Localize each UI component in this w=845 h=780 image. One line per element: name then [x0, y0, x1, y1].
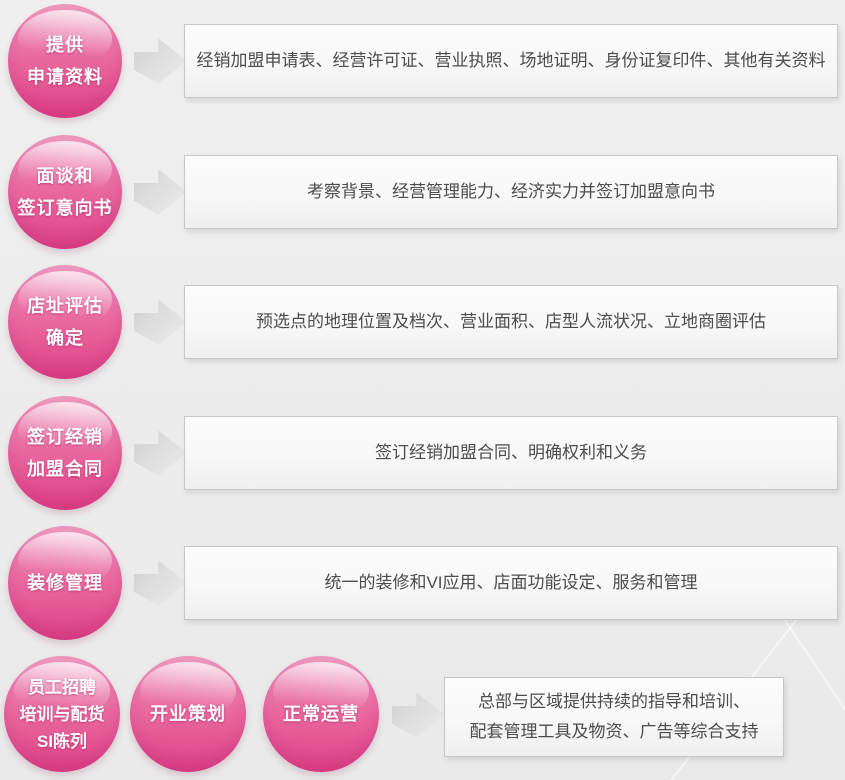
final-support-line: 总部与区域提供持续的指导和培训、 [478, 692, 750, 711]
step-4-circle: 签订经销 加盟合同 [8, 396, 122, 510]
step-row-2: 面谈和 签订意向书 考察背景、经营管理能力、经济实力并签订加盟意向书 [0, 135, 845, 249]
arrow-right-icon [134, 299, 187, 345]
step-2-circle-label: 面谈和 [36, 166, 94, 186]
step-row-5: 装修管理 统一的装修和VI应用、店面功能设定、服务和管理 [0, 526, 845, 640]
step-3-description: 预选点的地理位置及档次、营业面积、店型人流状况、立地商圈评估 [256, 312, 766, 331]
step-6-circle-label: 培训与配货 [19, 704, 105, 724]
step-row-4: 签订经销 加盟合同 签订经销加盟合同、明确权利和义务 [0, 396, 845, 510]
step-row-6: 员工招聘 培训与配货 SI陈列 开业策划 正常运营 总部与区域提供持续的指导和培… [0, 656, 845, 780]
step-4-circle-label: 加盟合同 [27, 459, 103, 479]
step-2-description: 考察背景、经营管理能力、经济实力并签订加盟意向书 [307, 182, 715, 201]
step-5-circle-label: 装修管理 [27, 573, 103, 593]
arrow-right-icon [134, 560, 187, 606]
step-row-1: 提供 申请资料 经销加盟申请表、经营许可证、营业执照、场地证明、身份证复印件、其… [0, 4, 845, 118]
step-5-circle: 装修管理 [8, 526, 122, 640]
step-2-circle-label: 签订意向书 [17, 198, 113, 218]
step-1-circle-label: 提供 [46, 35, 84, 55]
step-8-circle-label: 正常运营 [283, 704, 359, 724]
step-4-description: 签订经销加盟合同、明确权利和义务 [375, 443, 647, 462]
step-6-circle-label: SI陈列 [36, 731, 88, 751]
step-6-circle-label: 员工招聘 [28, 677, 96, 697]
final-support-line: 配套管理工具及物资、广告等综合支持 [469, 722, 759, 741]
step-4-description-box: 签订经销加盟合同、明确权利和义务 [184, 416, 838, 490]
step-4-circle-label: 签订经销 [27, 427, 103, 447]
step-3-circle-label: 确定 [46, 328, 84, 348]
step-6-circle-staffing: 员工招聘 培训与配货 SI陈列 [4, 656, 120, 772]
step-1-circle: 提供 申请资料 [8, 4, 122, 118]
step-3-description-box: 预选点的地理位置及档次、营业面积、店型人流状况、立地商圈评估 [184, 285, 838, 359]
final-support-box: 总部与区域提供持续的指导和培训、 配套管理工具及物资、广告等综合支持 [444, 677, 784, 757]
step-2-description-box: 考察背景、经营管理能力、经济实力并签订加盟意向书 [184, 155, 838, 229]
arrow-right-icon [134, 38, 187, 84]
step-2-circle: 面谈和 签订意向书 [8, 135, 122, 249]
step-3-circle-label: 店址评估 [27, 296, 103, 316]
step-7-circle-opening-plan: 开业策划 [130, 656, 246, 772]
arrow-right-icon [134, 430, 187, 476]
step-5-description: 统一的装修和VI应用、店面功能设定、服务和管理 [324, 573, 698, 592]
arrow-right-icon [392, 692, 445, 738]
step-row-3: 店址评估 确定 预选点的地理位置及档次、营业面积、店型人流状况、立地商圈评估 [0, 265, 845, 379]
step-7-circle-label: 开业策划 [150, 704, 226, 724]
arrow-right-icon [134, 169, 187, 215]
step-3-circle: 店址评估 确定 [8, 265, 122, 379]
step-8-circle-normal-operation: 正常运营 [263, 656, 379, 772]
step-1-description-box: 经销加盟申请表、经营许可证、营业执照、场地证明、身份证复印件、其他有关资料 [184, 24, 838, 98]
step-1-circle-label: 申请资料 [27, 67, 103, 87]
step-5-description-box: 统一的装修和VI应用、店面功能设定、服务和管理 [184, 546, 838, 620]
step-1-description: 经销加盟申请表、经营许可证、营业执照、场地证明、身份证复印件、其他有关资料 [196, 51, 826, 70]
